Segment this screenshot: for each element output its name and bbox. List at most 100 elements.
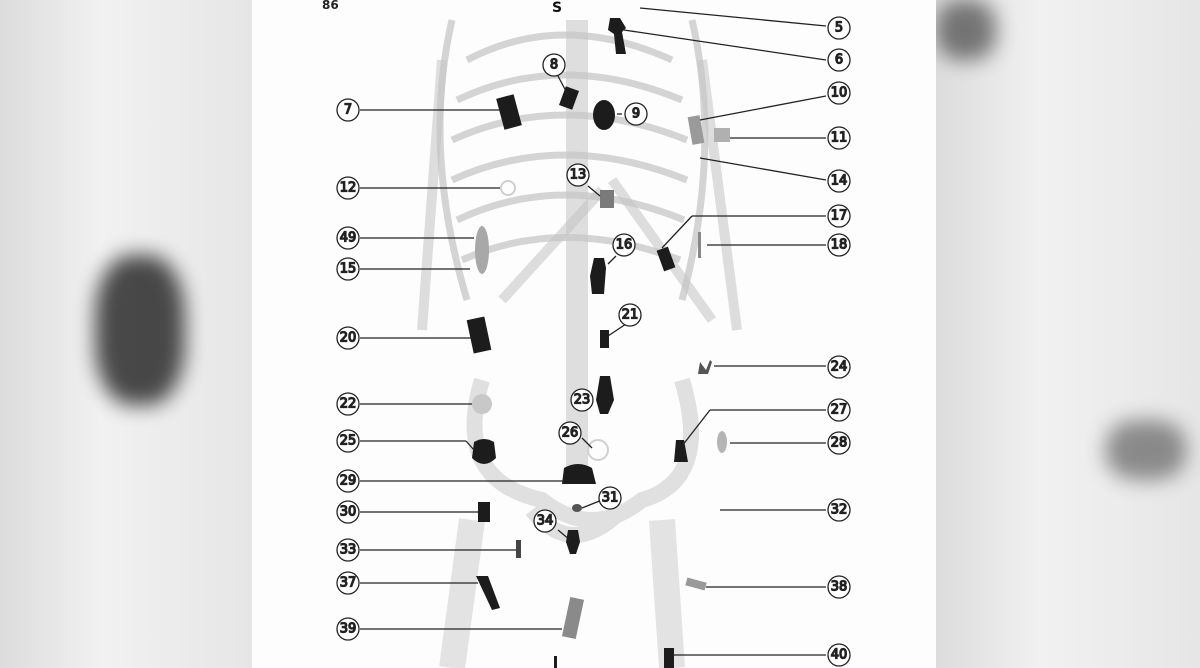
svg-text:18: 18 (831, 238, 848, 253)
svg-text:5: 5 (835, 21, 843, 36)
marker (475, 226, 489, 274)
callout-12: 12 (336, 176, 360, 200)
callouts: 5 6 7 8 9 10 11 12 13 14 15 16 17 18 20 … (336, 16, 851, 667)
marker (600, 190, 614, 208)
svg-text:6: 6 (835, 53, 843, 68)
callout-6: 6 (827, 48, 851, 72)
svg-text:9: 9 (632, 107, 640, 122)
callout-11: 11 (827, 126, 851, 150)
page-number: 86 (322, 0, 339, 12)
marker (600, 330, 609, 348)
svg-text:8: 8 (550, 58, 558, 73)
marker (596, 376, 614, 414)
skeleton-scan-figure: 5 6 7 8 9 10 11 12 13 14 15 16 17 18 20 … (336, 7, 851, 668)
svg-text:24: 24 (831, 360, 848, 375)
svg-text:17: 17 (831, 209, 848, 224)
blurred-marker (95, 255, 185, 405)
marker (714, 128, 730, 142)
marker (500, 180, 516, 196)
svg-text:14: 14 (831, 174, 848, 189)
callout-23: 23 (570, 388, 594, 412)
svg-text:20: 20 (340, 331, 357, 346)
blurred-marker (936, 0, 996, 60)
callout-9: 9 (624, 102, 648, 126)
svg-text:29: 29 (340, 474, 357, 489)
svg-text:12: 12 (340, 181, 357, 196)
callout-37: 37 (336, 571, 360, 595)
callout-10: 10 (827, 81, 851, 105)
svg-text:7: 7 (344, 103, 352, 118)
marker (496, 94, 522, 130)
marker (698, 360, 712, 374)
blurred-background-right (936, 0, 1200, 668)
callout-18: 18 (827, 233, 851, 257)
callout-16: 16 (612, 233, 636, 257)
marker (516, 540, 521, 558)
callout-7: 7 (336, 98, 360, 122)
blurred-marker (1106, 420, 1186, 480)
callout-22: 22 (336, 392, 360, 416)
svg-text:39: 39 (340, 622, 357, 637)
marker (587, 439, 609, 461)
callout-28: 28 (827, 431, 851, 455)
marker (466, 316, 492, 354)
svg-text:27: 27 (831, 403, 848, 418)
marker (559, 86, 579, 110)
marker (593, 100, 615, 130)
markers (466, 18, 730, 668)
marker (664, 648, 674, 668)
marker (566, 530, 580, 554)
callout-25: 25 (336, 429, 360, 453)
callout-17: 17 (827, 204, 851, 228)
svg-text:13: 13 (570, 168, 587, 183)
callout-13: 13 (566, 163, 590, 187)
callout-30: 30 (336, 500, 360, 524)
svg-text:23: 23 (574, 393, 591, 408)
svg-text:16: 16 (616, 238, 633, 253)
svg-text:28: 28 (831, 436, 848, 451)
marker (472, 439, 496, 464)
callout-49: 49 (336, 226, 360, 250)
marker (674, 440, 688, 462)
marker (561, 596, 585, 640)
callout-38: 38 (827, 575, 851, 599)
callout-20: 20 (336, 326, 360, 350)
svg-text:49: 49 (340, 231, 357, 246)
callout-39: 39 (336, 617, 360, 641)
svg-text:34: 34 (537, 514, 554, 529)
blurred-background-left (0, 0, 252, 668)
svg-text:22: 22 (340, 397, 357, 412)
svg-text:25: 25 (340, 434, 357, 449)
callout-15: 15 (336, 257, 360, 281)
callout-27: 27 (827, 398, 851, 422)
leader-lines (360, 7, 827, 656)
svg-text:32: 32 (831, 503, 848, 518)
svg-text:33: 33 (340, 543, 357, 558)
callout-34: 34 (533, 509, 557, 533)
callout-33: 33 (336, 538, 360, 562)
view-label: S (552, 0, 563, 16)
marker (590, 258, 606, 294)
callout-21: 21 (618, 303, 642, 327)
svg-text:26: 26 (562, 426, 579, 441)
arms (417, 59, 742, 331)
callout-40: 40 (827, 643, 851, 667)
callout-5: 5 (827, 16, 851, 40)
document-page: 86 S (252, 0, 936, 668)
marker (656, 246, 676, 272)
callout-24: 24 (827, 355, 851, 379)
marker (572, 504, 582, 512)
marker (687, 115, 705, 145)
marker (562, 464, 596, 484)
marker (685, 577, 707, 591)
svg-text:37: 37 (340, 576, 357, 591)
marker (608, 18, 626, 54)
svg-text:30: 30 (340, 505, 357, 520)
svg-text:31: 31 (602, 491, 619, 506)
callout-32: 32 (827, 498, 851, 522)
callout-29: 29 (336, 469, 360, 493)
marker (554, 656, 557, 668)
svg-text:38: 38 (831, 580, 848, 595)
svg-text:21: 21 (622, 308, 639, 323)
marker (478, 502, 490, 522)
